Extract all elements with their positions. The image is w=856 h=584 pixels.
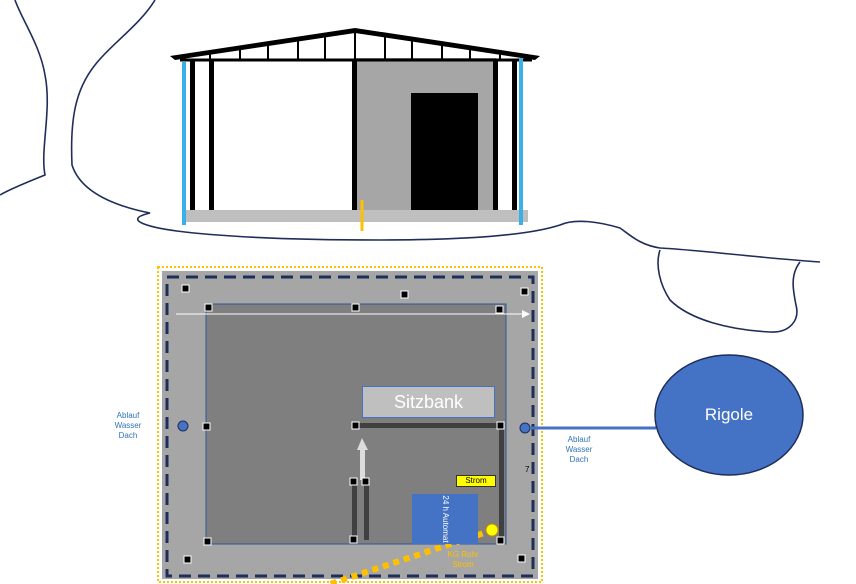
automat-label: 24 h Automat [441,495,450,543]
kg-rohr-line2: Strom [452,560,474,569]
kg-pipe-connection [485,523,499,537]
downpipe-right [519,58,523,225]
downpipe-left [182,62,186,225]
floor-plan [157,266,656,584]
terrain-pit-outline [657,249,801,333]
rigole-ellipse [654,354,804,476]
ablauf-right-line2: Wasser [565,445,593,454]
sitzbank-label: Sitzbank [362,386,495,418]
kg-rohr-label: KG Rohr Strom [438,550,488,570]
rigole-label: Rigole [704,405,754,424]
ablauf-left-label: Ablauf Wasser Dach [98,411,158,441]
arrow-vertical [360,445,365,480]
shed-door [411,93,478,210]
kg-rohr-line1: KG Rohr [447,550,479,559]
ablauf-right-label: Ablauf Wasser Dach [549,435,609,465]
drain-outlet-right [519,422,531,434]
small-number-label: 7 [525,465,530,474]
shed-elevation [170,28,540,231]
terrain-sketch [0,0,821,333]
roof-trusses [209,30,501,60]
shed-foundation [182,210,528,222]
terrain-hill-outline [70,0,821,263]
ablauf-left-line3: Dach [118,431,138,440]
arrow-horizontal-head [522,310,530,318]
terrain-left-outline [0,0,49,196]
strom-tag: Strom [456,475,496,487]
post-markers [181,284,529,564]
shed-open-bay [193,60,353,210]
ablauf-right-line3: Dach [569,455,589,464]
shed-posts [190,60,517,210]
ablauf-right-line1: Ablauf [567,435,591,444]
ablauf-left-line1: Ablauf [116,411,140,420]
drain-outlet-left [177,420,189,432]
ablauf-left-line2: Wasser [114,421,142,430]
plan-dotted-boundary [157,266,543,583]
kg-pipe-route [329,527,494,584]
direction-arrows [176,310,530,480]
arrow-vertical-head [357,438,368,450]
bench-walls [352,423,504,541]
automat-box: 24 h Automat [412,494,478,544]
